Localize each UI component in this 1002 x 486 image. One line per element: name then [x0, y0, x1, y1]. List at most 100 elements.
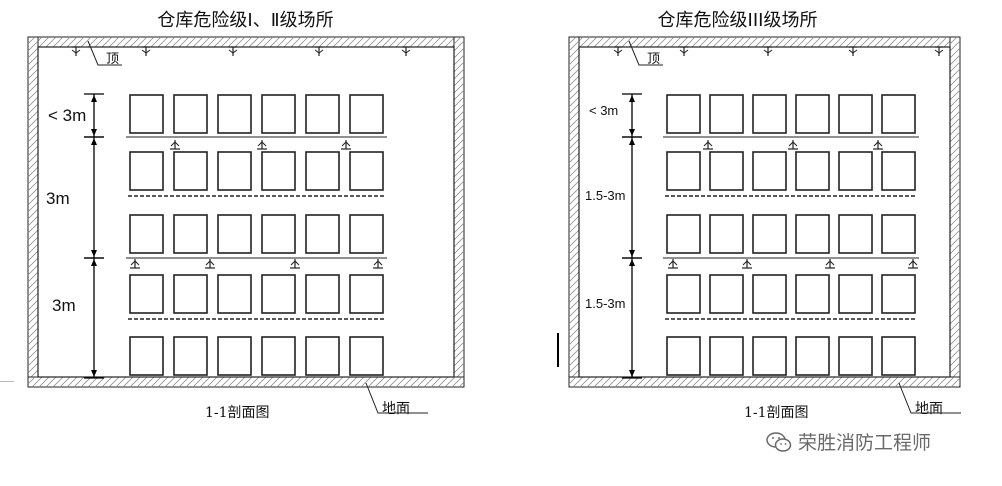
roof-slab [27, 36, 465, 48]
storage-box [173, 94, 208, 134]
storage-box [349, 274, 384, 314]
in-rack-sprinkler-upper-1 [703, 140, 713, 150]
storage-box [261, 214, 296, 254]
ceiling-sprinkler-2 [679, 46, 689, 56]
left-section-panel: 仓库危险级Ⅰ、Ⅱ级场所 顶 < 3m 3m 3m 1-1剖面图 地面 [27, 10, 465, 421]
roof-leader-line [87, 40, 122, 66]
ceiling-sprinkler-1 [71, 46, 81, 56]
in-rack-sprinkler-lower-4 [908, 259, 918, 269]
left-section-caption: 1-1剖面图 [205, 405, 270, 421]
storage-box [795, 214, 830, 254]
storage-box [173, 151, 208, 191]
dimension-bottom [622, 257, 642, 379]
storage-box [305, 214, 340, 254]
storage-box [173, 336, 208, 376]
storage-box [752, 274, 787, 314]
in-rack-sprinkler-upper-3 [341, 140, 351, 150]
storage-box [129, 274, 164, 314]
right-section-diagram [568, 36, 961, 414]
storage-box [666, 336, 701, 376]
floor-slab [568, 376, 961, 388]
right-dim-top-label: < 3m [589, 103, 619, 118]
room-outline [37, 46, 455, 378]
storage-box [709, 214, 744, 254]
left-wall [568, 36, 580, 388]
storage-box [129, 151, 164, 191]
in-rack-sprinkler-lower-1 [130, 259, 140, 269]
storage-box [261, 274, 296, 314]
right-panel-title: 仓库危险级III级场所 [657, 10, 818, 31]
roof-leader-line [628, 40, 663, 66]
storage-box [752, 151, 787, 191]
watermark: 荣胜消防工程师 [766, 428, 931, 455]
storage-box [129, 94, 164, 134]
storage-box [752, 336, 787, 376]
storage-box [709, 274, 744, 314]
ceiling-sprinkler-3 [228, 46, 238, 56]
in-rack-sprinkler-lower-2 [205, 259, 215, 269]
in-rack-sprinkler-lower-1 [668, 259, 678, 269]
dimension-top [84, 93, 104, 138]
dimension-top [622, 93, 642, 138]
right-section-panel: 仓库危险级III级场所 顶 < 3m 1.5-3m 1.5-3m 1-1剖面图 … [501, 0, 1002, 486]
storage-box [838, 94, 873, 134]
storage-box [795, 94, 830, 134]
stray-vertical-mark [557, 333, 559, 367]
storage-box [129, 336, 164, 376]
storage-box [349, 151, 384, 191]
storage-box [173, 214, 208, 254]
storage-box [217, 94, 252, 134]
ceiling-sprinkler-3 [763, 46, 773, 56]
storage-box [709, 94, 744, 134]
storage-box [838, 274, 873, 314]
storage-box [129, 214, 164, 254]
storage-box [881, 274, 916, 314]
storage-box [305, 151, 340, 191]
storage-box [349, 94, 384, 134]
left-ground-label: 地面 [382, 401, 410, 417]
right-wall [453, 36, 465, 388]
wechat-icon [766, 431, 792, 452]
ceiling-sprinkler-5 [934, 46, 944, 56]
storage-box [881, 336, 916, 376]
ceiling-sprinkler-4 [848, 46, 858, 56]
storage-box [261, 151, 296, 191]
storage-box [795, 151, 830, 191]
left-dim-top-label: < 3m [48, 106, 87, 126]
in-rack-sprinkler-upper-3 [873, 140, 883, 150]
storage-box [838, 214, 873, 254]
in-rack-sprinkler-lower-3 [290, 259, 300, 269]
storage-box [709, 336, 744, 376]
in-rack-sprinkler-upper-2 [788, 140, 798, 150]
storage-box [881, 94, 916, 134]
dimension-bottom [84, 257, 104, 379]
storage-box [666, 214, 701, 254]
right-dim-bottom-label: 1.5-3m [585, 296, 626, 311]
in-rack-sprinkler-upper-1 [170, 140, 180, 150]
dimension-middle [84, 136, 104, 259]
storage-box [217, 274, 252, 314]
ground-leader-line [365, 382, 428, 414]
in-rack-sprinkler-upper-2 [257, 140, 267, 150]
right-dim-mid-label: 1.5-3m [585, 188, 626, 203]
storage-box [305, 274, 340, 314]
in-rack-sprinkler-lower-2 [742, 259, 752, 269]
storage-box [261, 336, 296, 376]
storage-box [666, 151, 701, 191]
storage-box [752, 94, 787, 134]
storage-box [217, 214, 252, 254]
storage-box [349, 336, 384, 376]
in-rack-sprinkler-lower-3 [825, 259, 835, 269]
storage-box [305, 336, 340, 376]
storage-box [349, 214, 384, 254]
storage-box [838, 151, 873, 191]
right-wall [949, 36, 961, 388]
storage-box [217, 151, 252, 191]
in-rack-sprinkler-lower-4 [373, 259, 383, 269]
left-dim-bottom-label: 3m [52, 296, 76, 316]
left-section-diagram [27, 36, 465, 414]
ceiling-sprinkler-4 [314, 46, 324, 56]
storage-box [795, 336, 830, 376]
right-section-caption: 1-1剖面图 [744, 405, 809, 421]
roof-slab [568, 36, 961, 48]
